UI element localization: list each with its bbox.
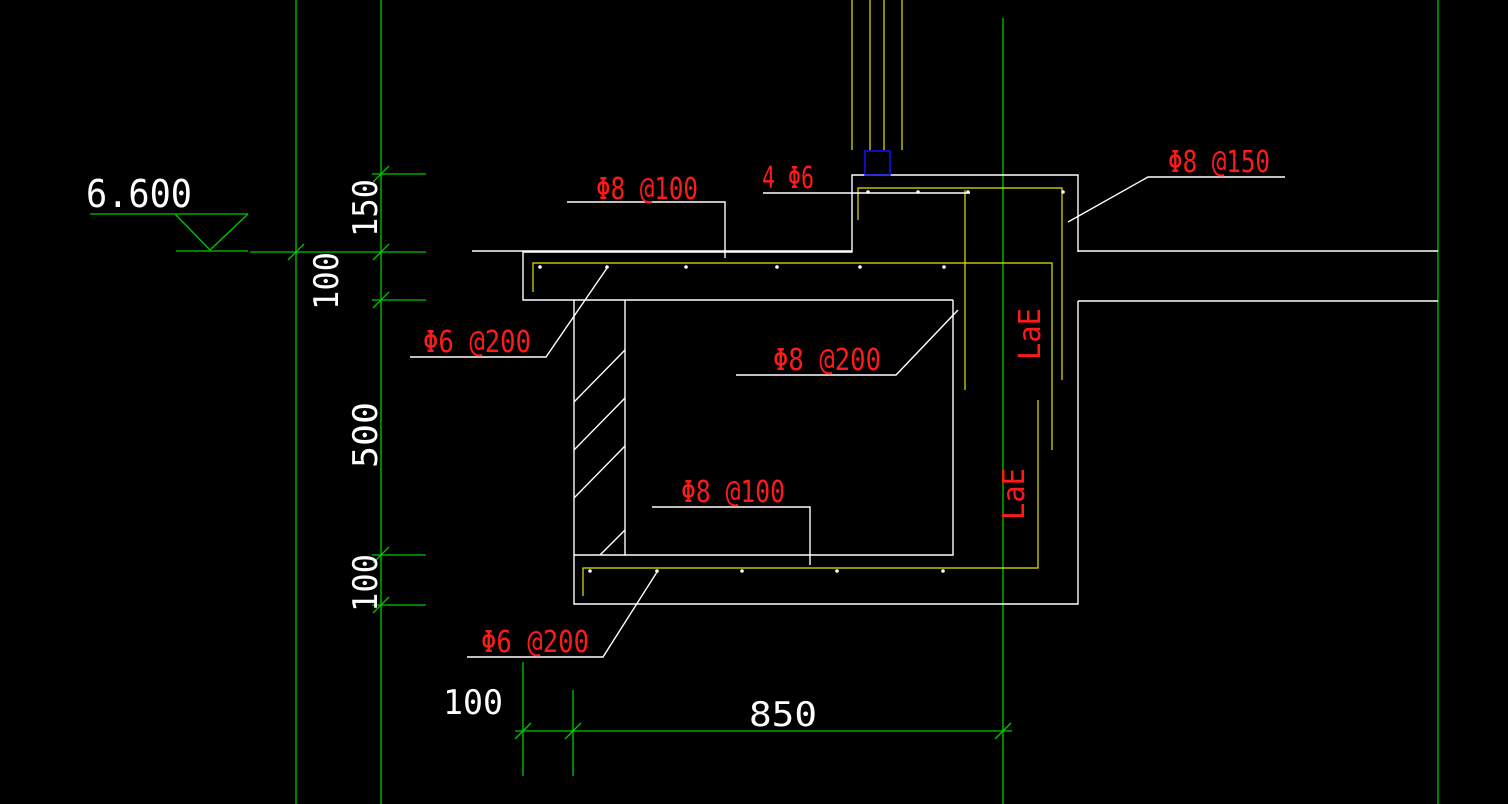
label-upturn-bars: 4 Φ6 (762, 161, 814, 196)
label-bottom-slab: Φ8 @100 (681, 475, 785, 510)
dim-500: 500 (346, 402, 386, 468)
label-right-side: Φ8 @150 (1168, 145, 1270, 180)
dim-100-bottom: 100 (346, 554, 386, 612)
column-marker (864, 150, 891, 176)
concrete-outline (410, 174, 1438, 658)
label-inner-side: Φ8 @200 (773, 343, 881, 378)
dim-100-top: 100 (307, 252, 347, 310)
dim-100-horizontal: 100 (443, 683, 503, 723)
label-top-slab: Φ8 @100 (596, 172, 698, 207)
label-anchorage-2: LaE (997, 468, 1032, 520)
reinforcement-lines (532, 0, 1063, 596)
label-top-distribution: Φ6 @200 (423, 325, 531, 360)
dim-850: 850 (749, 695, 817, 735)
label-bottom-distribution: Φ6 @200 (481, 625, 589, 660)
dim-150: 150 (346, 179, 386, 237)
dimension-lines (90, 0, 1439, 804)
rebar-dots (538, 190, 1065, 573)
label-anchorage-1: LaE (1013, 308, 1048, 360)
level-value: 6.600 (86, 172, 192, 216)
